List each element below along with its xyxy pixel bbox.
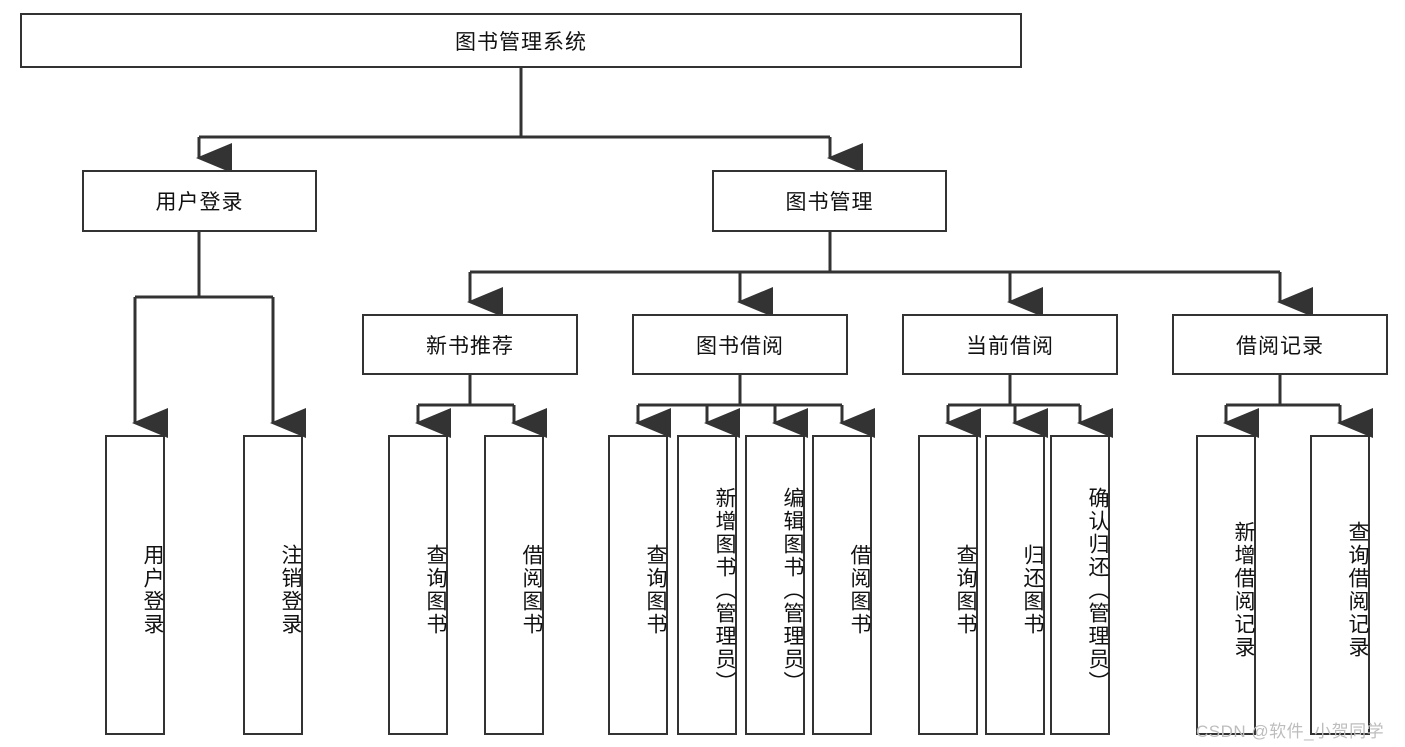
leaf-add-borrow-record-label: 新增借阅记录 <box>1232 521 1255 659</box>
leaf-confirm-return-admin[interactable]: 确认归还（管理员） <box>1050 435 1110 735</box>
leaf-query-book-current[interactable]: 查询图书 <box>918 435 978 735</box>
leaf-borrow-book[interactable]: 借阅图书 <box>812 435 872 735</box>
watermark: CSDN @软件_小贺同学 <box>1196 722 1385 741</box>
leaf-edit-book-admin[interactable]: 编辑图书（管理员） <box>745 435 805 735</box>
node-user-login[interactable]: 用户登录 <box>82 170 317 232</box>
node-new-book-recommend-label: 新书推荐 <box>426 334 514 358</box>
leaf-user-login-label: 用户登录 <box>141 544 164 636</box>
node-root-label: 图书管理系统 <box>455 30 587 54</box>
leaf-query-book-current-label: 查询图书 <box>954 544 977 636</box>
node-book-management[interactable]: 图书管理 <box>712 170 947 232</box>
node-current-borrow[interactable]: 当前借阅 <box>902 314 1118 375</box>
leaf-user-login[interactable]: 用户登录 <box>105 435 165 735</box>
leaf-add-borrow-record[interactable]: 新增借阅记录 <box>1196 435 1256 735</box>
leaf-add-book-admin[interactable]: 新增图书（管理员） <box>677 435 737 735</box>
leaf-query-book-new-label: 查询图书 <box>424 544 447 636</box>
node-new-book-recommend[interactable]: 新书推荐 <box>362 314 578 375</box>
node-borrow-record-label: 借阅记录 <box>1236 334 1324 358</box>
node-current-borrow-label: 当前借阅 <box>966 334 1054 358</box>
leaf-logout[interactable]: 注销登录 <box>243 435 303 735</box>
leaf-confirm-return-admin-label: 确认归还（管理员） <box>1086 486 1109 694</box>
node-user-login-label: 用户登录 <box>155 191 244 214</box>
leaf-edit-book-admin-label: 编辑图书（管理员） <box>781 486 804 694</box>
leaf-query-book-borrow-label: 查询图书 <box>644 544 667 636</box>
leaf-query-book-new[interactable]: 查询图书 <box>388 435 448 735</box>
leaf-borrow-book-label: 借阅图书 <box>848 544 871 636</box>
leaf-borrow-book-new[interactable]: 借阅图书 <box>484 435 544 735</box>
leaf-return-book-label: 归还图书 <box>1021 544 1044 636</box>
leaf-return-book[interactable]: 归还图书 <box>985 435 1045 735</box>
node-book-management-label: 图书管理 <box>785 191 874 214</box>
node-root[interactable]: 图书管理系统 <box>20 13 1022 68</box>
leaf-query-borrow-record-label: 查询借阅记录 <box>1346 521 1369 659</box>
leaf-query-borrow-record[interactable]: 查询借阅记录 <box>1310 435 1370 735</box>
leaf-borrow-book-new-label: 借阅图书 <box>520 544 543 636</box>
node-borrow-record[interactable]: 借阅记录 <box>1172 314 1388 375</box>
leaf-logout-label: 注销登录 <box>279 544 302 636</box>
leaf-add-book-admin-label: 新增图书（管理员） <box>713 486 736 694</box>
node-book-borrow-label: 图书借阅 <box>696 334 784 358</box>
node-book-borrow[interactable]: 图书借阅 <box>632 314 848 375</box>
leaf-query-book-borrow[interactable]: 查询图书 <box>608 435 668 735</box>
